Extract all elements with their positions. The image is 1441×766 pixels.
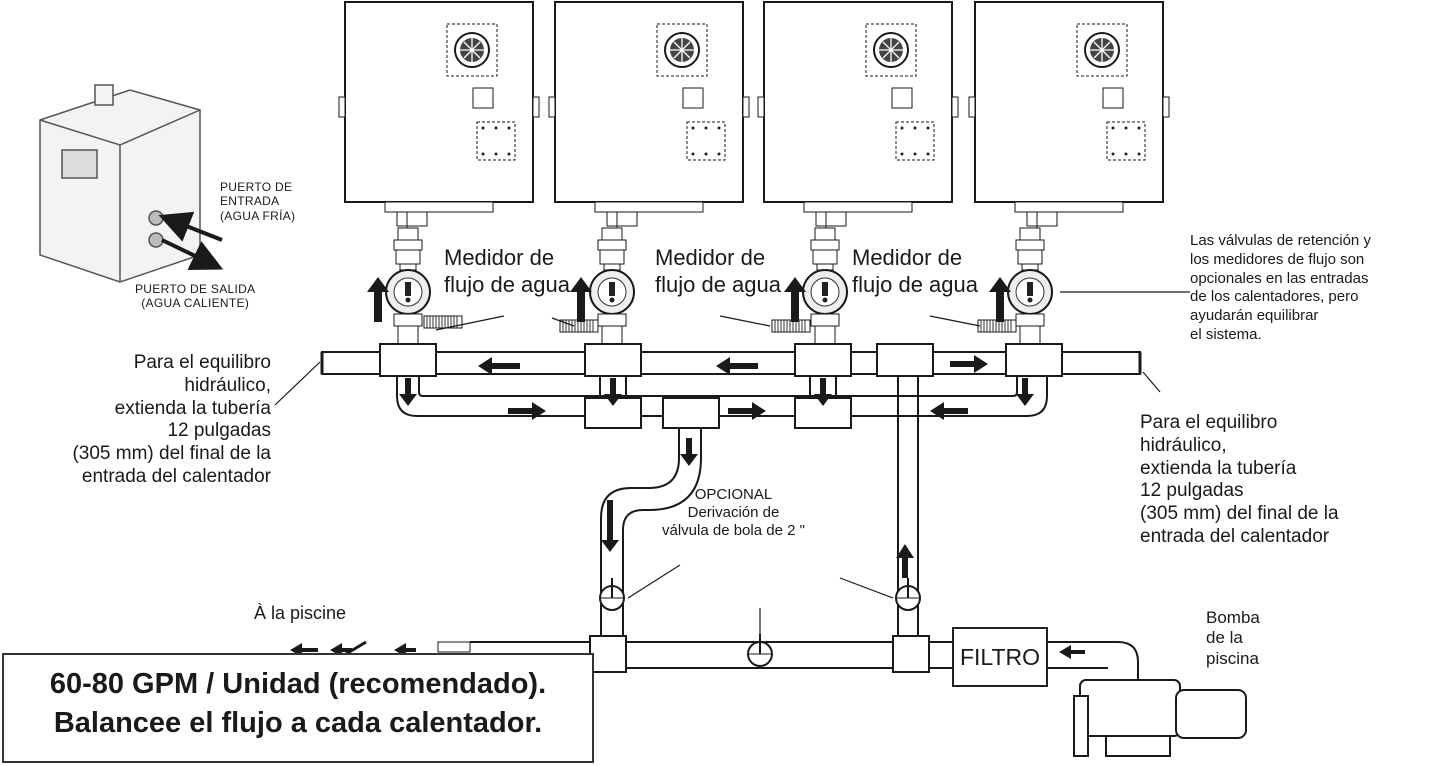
- flow-meter-label-3: Medidor de flujo de agua: [852, 245, 978, 298]
- extension-note-left: Para el equilibro hidráulico, extienda l…: [72, 352, 271, 487]
- flow-meter-label-1: Medidor de flujo de agua: [444, 245, 570, 298]
- leader-lines: [274, 291, 1190, 640]
- filter-label: FILTRO: [952, 627, 1048, 687]
- heater-unit-icon: [39, 84, 201, 283]
- check-valve-note: Las válvulas de retención y los medidore…: [1190, 232, 1371, 343]
- heater-unit-2: [548, 1, 750, 243]
- main-line: [470, 635, 1139, 682]
- ball-valve-icon: [895, 577, 921, 611]
- flow-arrow-icon: [290, 355, 1085, 659]
- inlet-port-label: PUERTO DE ENTRADA (AGUA FRÍA): [220, 180, 296, 223]
- to-pool-label: À la piscine: [254, 603, 347, 623]
- supply-manifold: [320, 343, 1142, 377]
- flow-arrow-icon: [367, 277, 1011, 322]
- recommendation-line-1: 60-80 GPM / Unidad (recomendado).: [49, 668, 547, 700]
- flow-meter-icon: [385, 227, 431, 347]
- recommendation-line-2: Balancee el flujo a cada calentador.: [53, 707, 543, 740]
- recommendation-box: 60-80 GPM / Unidad (recomendado). Balanc…: [2, 653, 594, 763]
- flow-meter-label-2: Medidor de flujo de agua: [655, 245, 781, 298]
- heater-unit-4: [968, 1, 1170, 243]
- bypass-label: OPCIONAL Derivación de válvula de bola d…: [662, 486, 805, 539]
- ball-valve-icon: [599, 577, 625, 611]
- outlet-port-label: PUERTO DE SALIDA (AGUA CALIENTE): [135, 282, 256, 311]
- flow-arrow-icon: [158, 211, 224, 271]
- pump-icon: [1073, 679, 1247, 757]
- heater-unit-1: [338, 1, 540, 243]
- pump-label: Bomba de la piscina: [1206, 608, 1260, 668]
- extension-note-right: Para el equilibro hidráulico, extienda l…: [1140, 412, 1339, 547]
- return-manifold: [396, 376, 1048, 429]
- heater-unit-3: [757, 1, 959, 243]
